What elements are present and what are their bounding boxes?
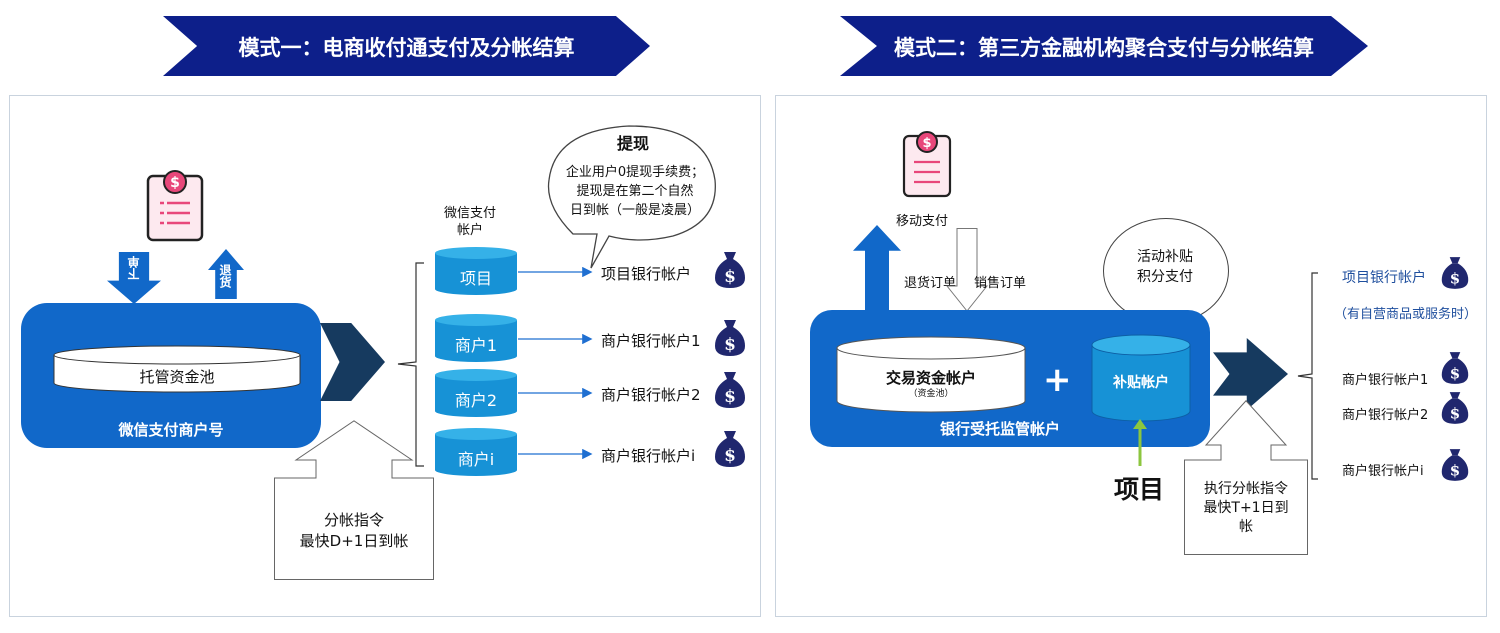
- mode2-project-arrow: [1132, 418, 1148, 468]
- svg-text:$: $: [724, 387, 736, 407]
- mode2-panel: [775, 95, 1487, 617]
- mode1-pool-label: 托管资金池: [139, 368, 215, 386]
- svg-text:$: $: [724, 446, 736, 466]
- mode1-bank-merchanti: 商户银行帐户i: [601, 447, 696, 465]
- mode2-banner-text: 模式二：第三方金融机构聚合支付与分帐结算: [894, 36, 1314, 60]
- mode1-connector-lines: [518, 260, 598, 470]
- svg-text:$: $: [1450, 270, 1460, 288]
- mode2-sales-order-label: 销售订单: [974, 276, 1027, 291]
- mode2-bank-project: 项目银行帐户: [1342, 270, 1426, 286]
- mode1-withdraw-text: 企业用户0提现手续费； 提现是在第二个自然 日到帐（一般是凌晨）: [565, 165, 705, 218]
- money-bag-icon: $: [713, 318, 747, 358]
- mode2-refund-order-label: 退货订单: [904, 276, 957, 291]
- svg-text:$: $: [1450, 462, 1460, 480]
- mode1-banner: 模式一：电商收付通支付及分帐结算: [163, 16, 650, 76]
- mode1-cylinder-merchant1-label: 商户1: [454, 336, 498, 355]
- money-bag-icon: $: [1440, 350, 1470, 386]
- svg-text:$: $: [1450, 365, 1460, 383]
- mode2-subsidy-account-cylinder: 补贴帐户: [1091, 334, 1191, 422]
- svg-text:$: $: [922, 136, 931, 151]
- mode1-cylinder-merchanti: 商户i: [434, 427, 518, 477]
- mode1-split-instruction-callout: [274, 420, 434, 580]
- mode2-bank-merchant2: 商户银行帐户2: [1342, 408, 1429, 423]
- mode1-wechat-account-label: 微信支付 帐户: [443, 206, 496, 238]
- mode1-receipt-icon: $: [146, 168, 204, 242]
- mode2-bank-custody-label: 银行受托监管帐户: [940, 420, 1061, 438]
- mode1-cylinder-project: 项目: [434, 246, 518, 296]
- money-bag-icon: $: [713, 250, 747, 290]
- mode1-order-label: 下单: [127, 256, 141, 280]
- mode1-cylinder-merchant2-label: 商户2: [454, 391, 498, 410]
- mode2-trade-account-label: 交易资金帐户: [885, 369, 976, 387]
- mode1-cylinder-merchant2: 商户2: [434, 368, 518, 418]
- mode2-subsidy-bubble: [1103, 218, 1229, 324]
- mode2-bank-project-note: （有自营商品或服务时）: [1334, 307, 1478, 322]
- mode2-plus-sign: +: [1043, 360, 1072, 400]
- mode1-cylinder-project-label: 项目: [459, 269, 492, 288]
- mode1-withdraw-bubble: [543, 122, 723, 277]
- mode1-merchant-label: 微信支付商户号: [118, 421, 224, 439]
- mode2-subsidy-account-label: 补贴帐户: [1113, 375, 1169, 391]
- mode1-bank-merchant2: 商户银行帐户2: [601, 386, 701, 404]
- mode2-execute-instruction-text: 执行分帐指令 最快T+1日到 帐: [1203, 481, 1289, 535]
- mode1-panel: [9, 95, 761, 617]
- mode1-banner-text: 模式一：电商收付通支付及分帐结算: [238, 36, 575, 60]
- svg-text:$: $: [170, 175, 180, 191]
- mode2-sales-arrow: [945, 228, 989, 312]
- mode2-trade-account-sub: （资金池）: [908, 389, 954, 399]
- mode1-brace: [396, 262, 426, 467]
- mode1-refund-label: 退货: [218, 264, 232, 288]
- mode1-bank-merchant1: 商户银行帐户1: [601, 332, 701, 350]
- money-bag-icon: $: [1440, 390, 1470, 426]
- money-bag-icon: $: [713, 370, 747, 410]
- mode2-subsidy-bubble-text: 活动补贴 积分支付: [1137, 249, 1193, 285]
- svg-text:$: $: [724, 267, 736, 287]
- money-bag-icon: $: [1440, 447, 1470, 483]
- money-bag-icon: $: [1440, 255, 1470, 291]
- mode2-execute-instruction-callout: [1184, 400, 1308, 555]
- mode1-split-instruction-text: 分帐指令 最快D+1日到帐: [299, 511, 409, 550]
- svg-text:$: $: [724, 335, 736, 355]
- mode2-mobile-pay-label: 移动支付: [896, 214, 949, 229]
- mode1-bank-project: 项目银行帐户: [601, 265, 692, 283]
- mode2-bank-merchant1: 商户银行帐户1: [1342, 373, 1429, 388]
- mode2-banner: 模式二：第三方金融机构聚合支付与分帐结算: [840, 16, 1368, 76]
- mode1-cylinder-merchant1: 商户1: [434, 313, 518, 363]
- mode2-project-label: 项目: [1114, 475, 1165, 504]
- mode2-bank-merchanti: 商户银行帐户i: [1342, 464, 1424, 479]
- money-bag-icon: $: [713, 429, 747, 469]
- mode2-trade-account-cylinder: 交易资金帐户 （资金池）: [836, 336, 1026, 413]
- mode2-receipt-icon: $: [902, 128, 952, 198]
- mode1-pool-cylinder: 托管资金池: [52, 345, 302, 395]
- svg-text:$: $: [1450, 405, 1460, 423]
- mode2-brace: [1296, 272, 1320, 480]
- mode1-withdraw-title: 提现: [616, 134, 649, 153]
- mode1-cylinder-merchanti-label: 商户i: [457, 450, 495, 469]
